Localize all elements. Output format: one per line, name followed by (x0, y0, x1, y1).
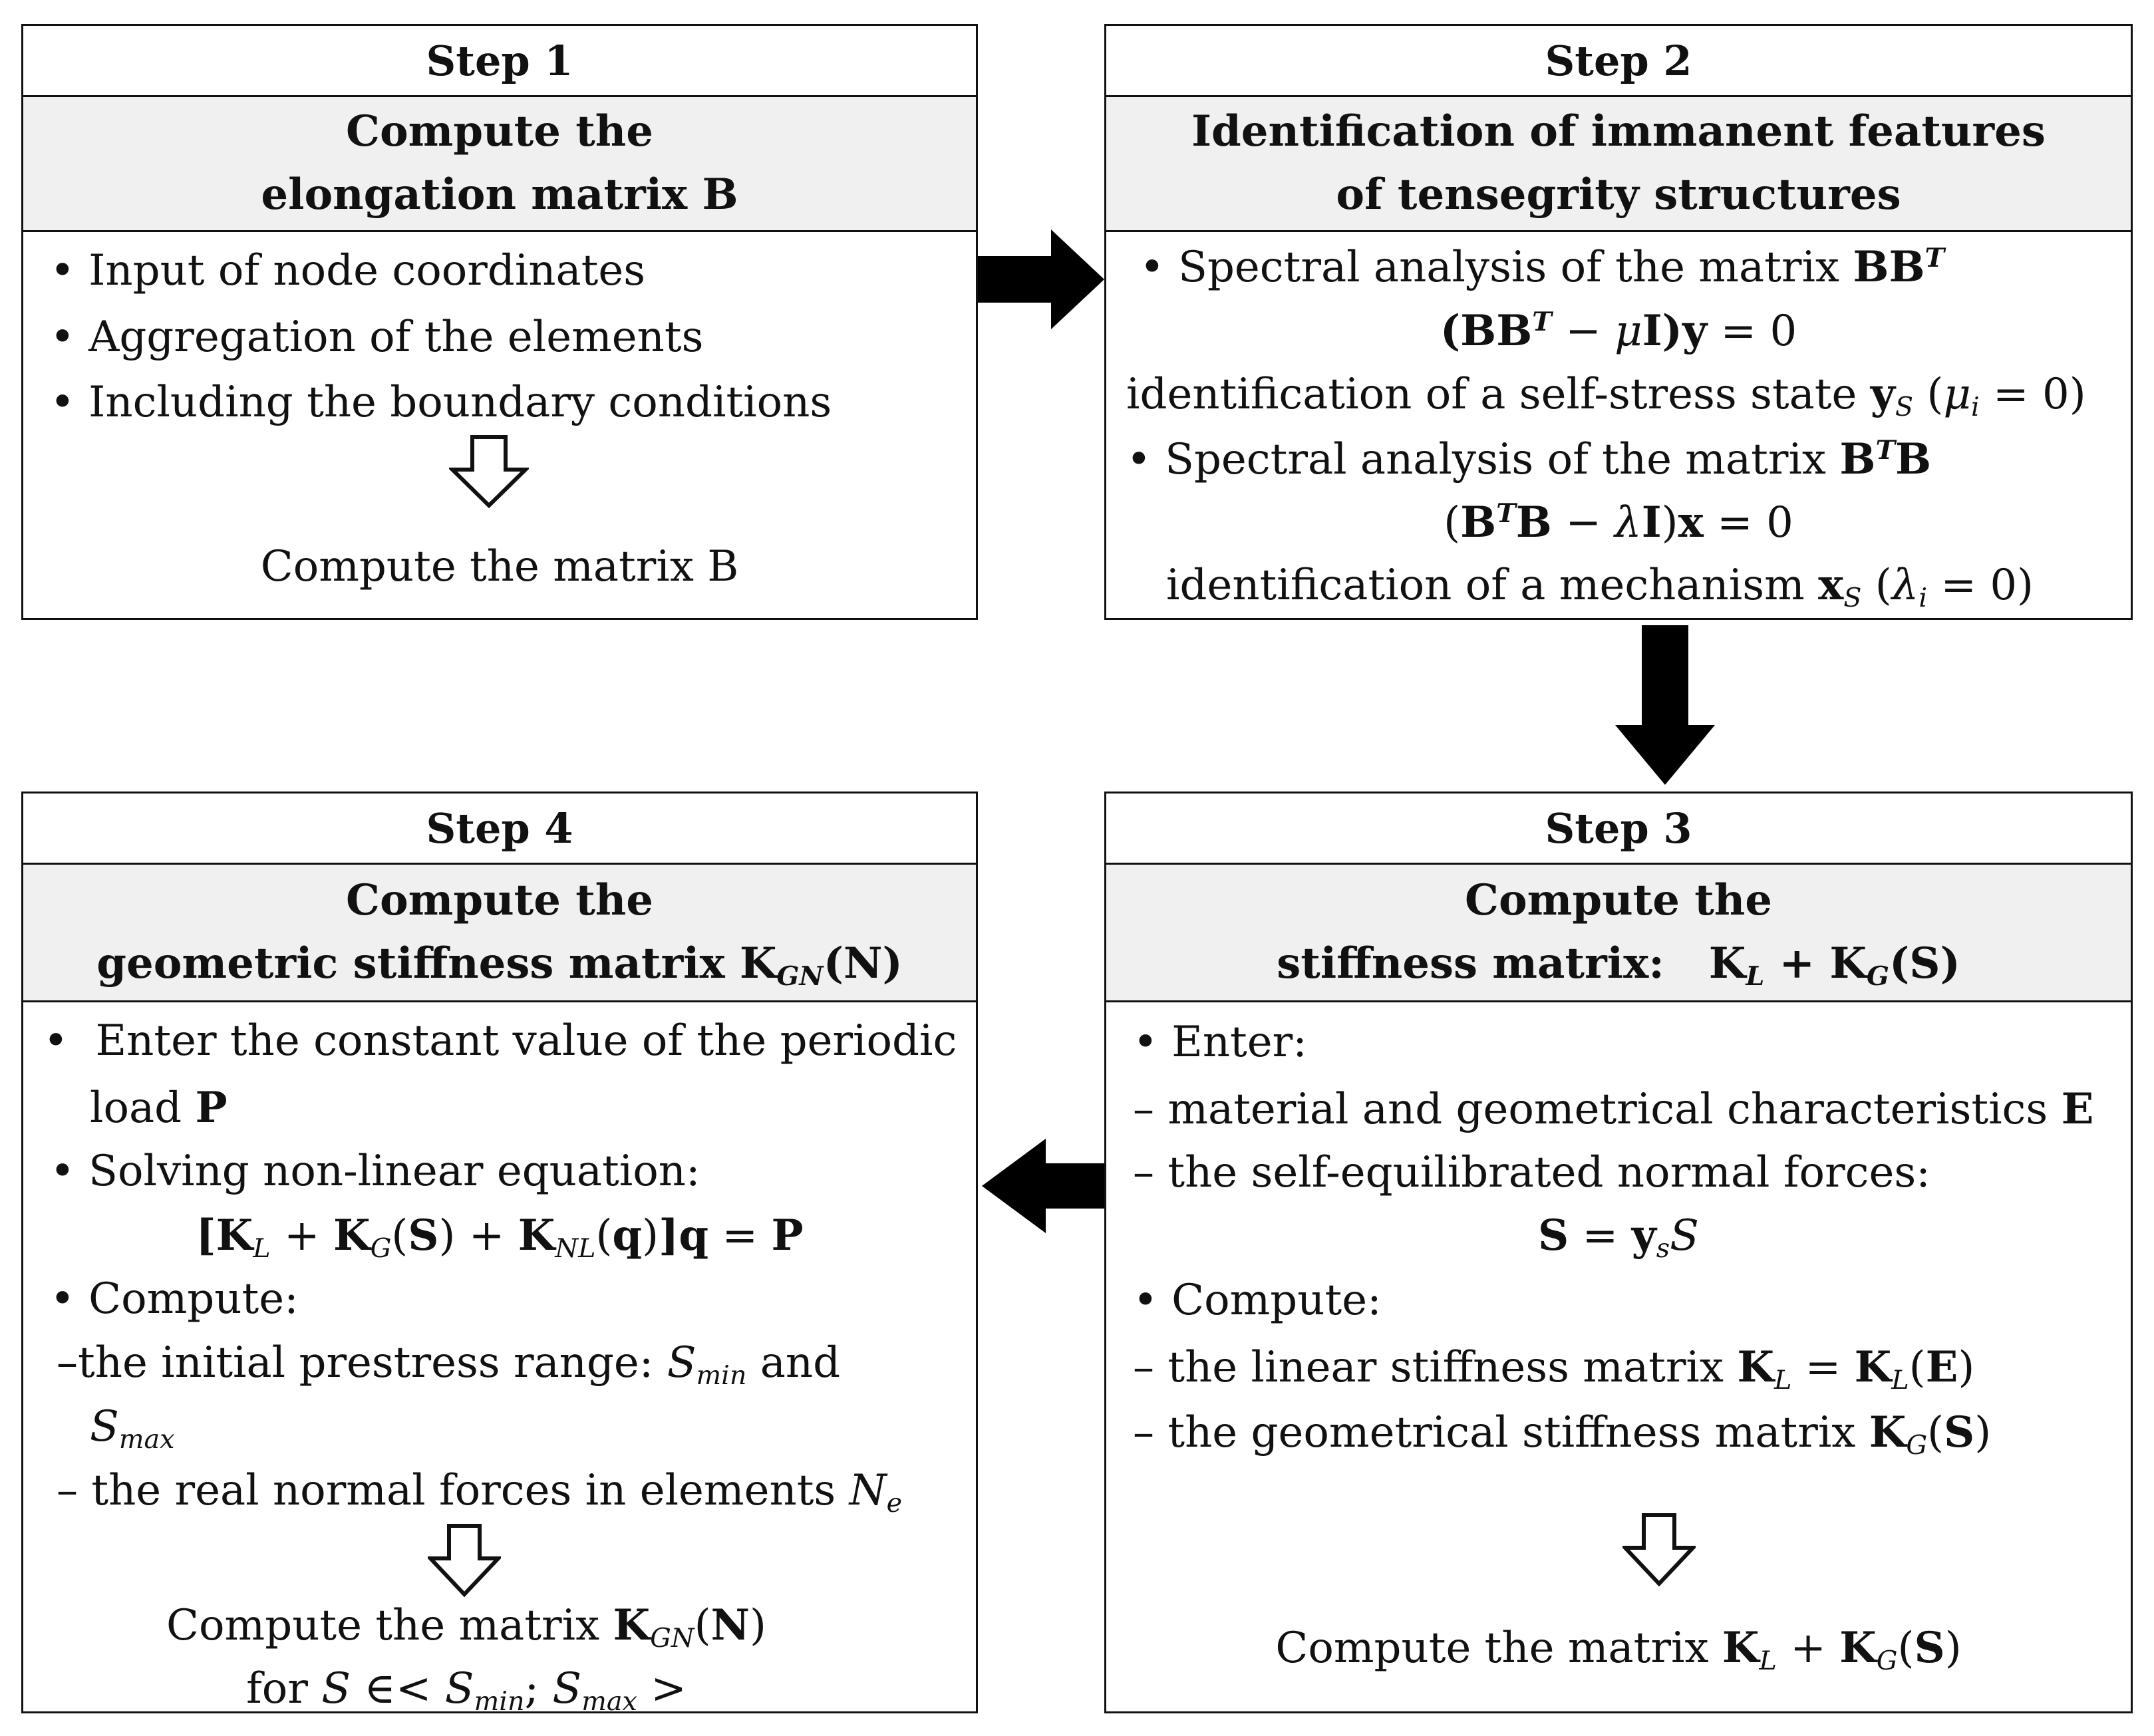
step3-body: • Enter: – material and geometrical char… (1106, 1002, 2131, 1714)
step4-enter-line1: • Enter the constant value of the period… (43, 1016, 957, 1066)
step1-result: Compute the matrix B (260, 542, 739, 591)
step2-identify2: identification of a mechanism xS (λi = 0… (1166, 560, 2034, 614)
step2-eq1: (BBT − μI)y = 0 (1440, 306, 1797, 356)
step4-title-line2: geometric stiffness matrix KGN(N) (96, 939, 903, 992)
step4-compute: • Compute: (50, 1274, 299, 1324)
step1-box: Step 1 Compute the elongation matrix B •… (21, 24, 978, 620)
down-hollow-arrow-icon (449, 435, 529, 508)
step2-title-line1: Identification of immanent features (1191, 106, 2046, 157)
step3-compute: • Compute: (1133, 1276, 1382, 1325)
left-arrow-icon (982, 1139, 1104, 1233)
step1-item3: • Including the boundary conditions (50, 378, 832, 427)
right-arrow-icon (978, 229, 1104, 329)
step3-linear: – the linear stiffness matrix KL = KL(E) (1133, 1342, 1975, 1396)
step3-box: Step 3 Compute the stiffness matrix: KL … (1104, 792, 2133, 1713)
step4-range: –the initial prestress range: Smin and (57, 1338, 841, 1391)
step4-body: • Enter the constant value of the period… (23, 1002, 976, 1715)
step2-eq2: (BTB − λI)x = 0 (1444, 498, 1793, 547)
step4-forces: – the real normal forces in elements Ne (57, 1466, 903, 1519)
step2-header: Step 2 (1106, 26, 2131, 97)
step2-body: • Spectral analysis of the matrix BBT (B… (1106, 232, 2131, 618)
step4-enter-line2: load P (90, 1083, 228, 1133)
step1-title-line1: Compute the (346, 106, 653, 157)
step4-title: Compute the geometric stiffness matrix K… (23, 865, 976, 1002)
step3-header: Step 3 (1106, 794, 2131, 865)
step1-title: Compute the elongation matrix B (23, 97, 976, 232)
step1-item1: • Input of node coordinates (50, 246, 646, 295)
step2-analysis1: • Spectral analysis of the matrix BBT (1140, 242, 1945, 292)
step3-title-line2: stiffness matrix: KL + KG(S) (1277, 939, 1960, 992)
step2-analysis2: • Spectral analysis of the matrix BTB (1126, 434, 1932, 484)
step1-body: • Input of node coordinates • Aggregatio… (23, 232, 976, 618)
step4-range-max: Smax (90, 1402, 175, 1455)
step3-title: Compute the stiffness matrix: KL + KG(S) (1106, 865, 2131, 1002)
step3-geometrical: – the geometrical stiffness matrix KG(S) (1133, 1407, 1992, 1461)
step2-title-line2: of tensegrity structures (1336, 170, 1901, 219)
step1-header: Step 1 (23, 26, 976, 97)
step4-result-range: for S ∈< Smin; Smax > (246, 1664, 687, 1717)
step4-title-line1: Compute the (346, 875, 653, 926)
step2-title: Identification of immanent features of t… (1106, 97, 2131, 232)
step2-box: Step 2 Identification of immanent featur… (1104, 24, 2133, 620)
step4-solving: • Solving non-linear equation: (50, 1147, 700, 1196)
down-hollow-arrow-icon (1622, 1513, 1696, 1586)
step4-header: Step 4 (23, 794, 976, 865)
step3-result: Compute the matrix KL + KG(S) (1275, 1623, 1962, 1677)
step3-selfeq: – the self-equilibrated normal forces: (1133, 1148, 1930, 1197)
step1-item2: • Aggregation of the elements (50, 313, 704, 362)
step3-title-line1: Compute the (1465, 875, 1772, 926)
step4-result: Compute the matrix KGN(N) (166, 1600, 766, 1654)
down-arrow-icon (1615, 625, 1715, 785)
down-hollow-arrow-icon (428, 1524, 501, 1597)
step3-s-eq: S = ysS (1538, 1211, 1699, 1264)
step1-title-line2: elongation matrix B (261, 170, 738, 219)
step3-enter: • Enter: (1133, 1018, 1307, 1067)
step4-box: Step 4 Compute the geometric stiffness m… (21, 792, 978, 1715)
step4-equation: [KL + KG(S) + KNL(q)]q = P (196, 1211, 804, 1264)
step3-material: – material and geometrical characteristi… (1133, 1084, 2094, 1134)
step2-identify1: identification of a self-stress state yS… (1126, 369, 2086, 423)
